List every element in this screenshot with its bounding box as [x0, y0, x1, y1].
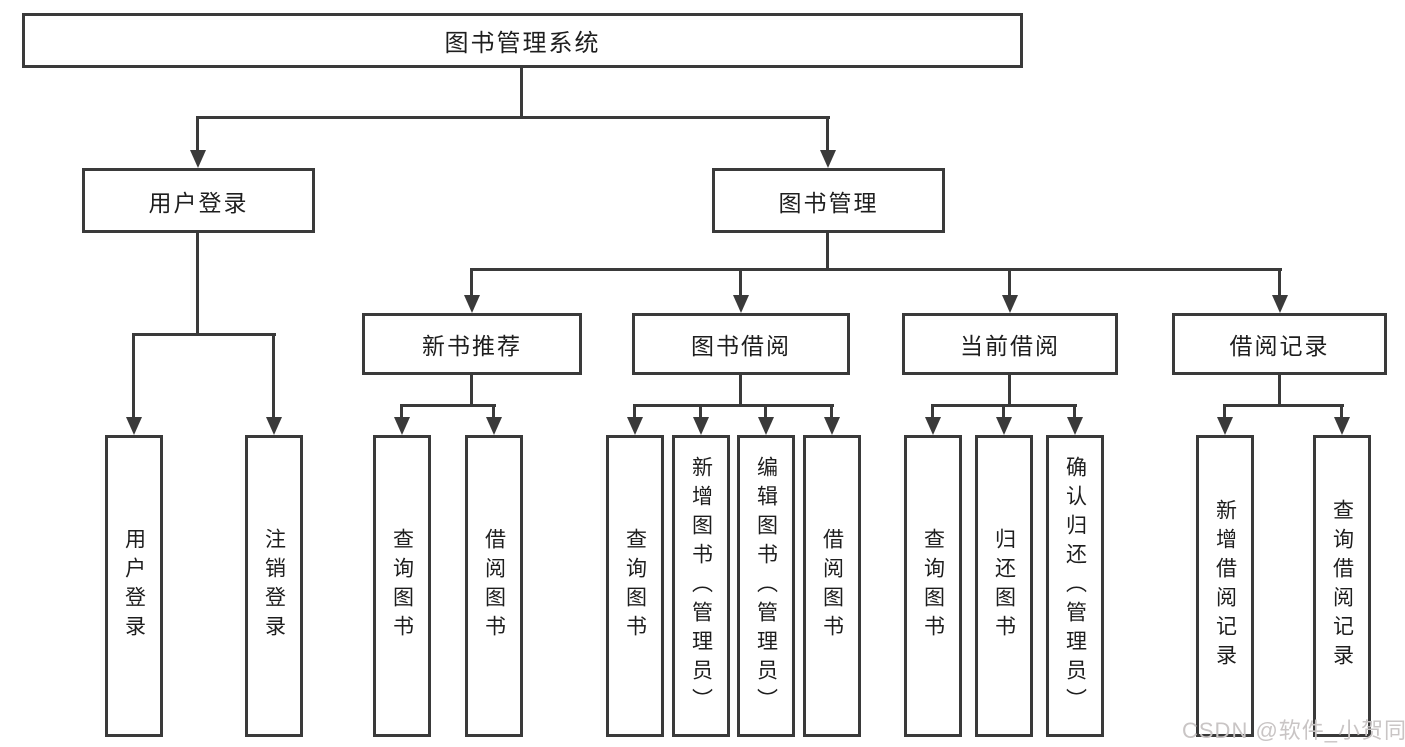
connector-line	[739, 269, 742, 297]
connector-line	[830, 405, 833, 419]
leaf-user-login: 用户登录	[105, 435, 163, 737]
connector-line	[764, 405, 767, 419]
arrowhead-icon	[820, 150, 836, 168]
arrowhead-icon	[1272, 295, 1288, 313]
connector-line	[470, 268, 1282, 271]
connector-line	[1340, 405, 1343, 419]
node-book-borrow: 图书借阅	[632, 313, 850, 375]
connector-line	[826, 117, 829, 152]
connector-line	[272, 334, 275, 419]
arrowhead-icon	[266, 417, 282, 435]
arrowhead-icon	[190, 150, 206, 168]
node-borrow-records: 借阅记录	[1172, 313, 1387, 375]
leaf-query-books-current: 查询图书	[904, 435, 962, 737]
arrowhead-icon	[627, 417, 643, 435]
connector-line	[1008, 269, 1011, 297]
arrowhead-icon	[394, 417, 410, 435]
arrowhead-icon	[1067, 417, 1083, 435]
connector-line	[1073, 405, 1076, 419]
arrowhead-icon	[486, 417, 502, 435]
node-user-login: 用户登录	[82, 168, 315, 233]
arrowhead-icon	[693, 417, 709, 435]
arrowhead-icon	[464, 295, 480, 313]
connector-line	[1008, 375, 1011, 407]
connector-line	[826, 233, 829, 271]
connector-line	[1278, 375, 1281, 407]
arrowhead-icon	[996, 417, 1012, 435]
leaf-confirm-return-admin: 确认归还（管理员）	[1046, 435, 1104, 737]
connector-line	[1278, 269, 1281, 297]
connector-line	[1223, 404, 1344, 407]
connector-line	[699, 405, 702, 419]
connector-line	[931, 405, 934, 419]
arrowhead-icon	[1002, 295, 1018, 313]
node-book-management: 图书管理	[712, 168, 945, 233]
connector-line	[400, 405, 403, 419]
connector-line	[633, 404, 834, 407]
leaf-edit-book-admin: 编辑图书（管理员）	[737, 435, 795, 737]
node-current-borrow: 当前借阅	[902, 313, 1118, 375]
connector-line	[739, 375, 742, 407]
arrowhead-icon	[925, 417, 941, 435]
leaf-query-books-recommend: 查询图书	[373, 435, 431, 737]
connector-line	[196, 117, 199, 152]
leaf-add-borrow-record: 新增借阅记录	[1196, 435, 1254, 737]
connector-line	[492, 405, 495, 419]
arrowhead-icon	[1217, 417, 1233, 435]
leaf-logout: 注销登录	[245, 435, 303, 737]
connector-line	[633, 405, 636, 419]
leaf-query-borrow-record: 查询借阅记录	[1313, 435, 1371, 737]
connector-line	[1223, 405, 1226, 419]
connector-line	[132, 333, 276, 336]
leaf-add-book-admin: 新增图书（管理员）	[672, 435, 730, 737]
connector-line	[1002, 405, 1005, 419]
node-library-system: 图书管理系统	[22, 13, 1023, 68]
arrowhead-icon	[733, 295, 749, 313]
node-new-book-recommend: 新书推荐	[362, 313, 582, 375]
leaf-return-books: 归还图书	[975, 435, 1033, 737]
connector-line	[196, 116, 830, 119]
leaf-query-books-borrow: 查询图书	[606, 435, 664, 737]
arrowhead-icon	[824, 417, 840, 435]
connector-line	[132, 334, 135, 419]
leaf-borrow-books-recommend: 借阅图书	[465, 435, 523, 737]
connector-line	[400, 404, 496, 407]
csdn-watermark: CSDN @软件_小贺同学	[1182, 718, 1405, 743]
connector-line	[470, 375, 473, 407]
connector-line	[520, 68, 523, 118]
leaf-borrow-books: 借阅图书	[803, 435, 861, 737]
arrowhead-icon	[758, 417, 774, 435]
arrowhead-icon	[126, 417, 142, 435]
arrowhead-icon	[1334, 417, 1350, 435]
connector-line	[196, 233, 199, 336]
connector-line	[470, 269, 473, 297]
